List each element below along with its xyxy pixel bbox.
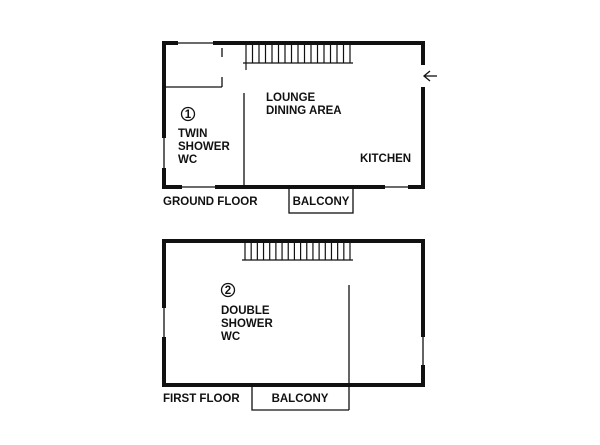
first-floor-balcony [251,385,349,411]
room-label-wc: WC [221,331,240,343]
ground-floor-balcony [288,186,354,214]
ground-floor-closet [164,48,223,88]
room-label-shower: SHOWER [221,318,273,330]
room-label-lounge: LOUNGE [266,92,316,104]
room-label-twin: TWIN [178,128,207,140]
room-label-kitchen: KITCHEN [360,153,411,165]
ground-floor-plan: 1 TWIN SHOWER WC LOUNGE DINING AREA KITC… [162,41,437,214]
first-floor-walls [162,239,425,387]
room-number: 2 [225,285,231,297]
room-label-dining: DINING AREA [266,105,342,117]
first-floor-label: FIRST FLOOR [163,393,240,405]
ground-floor-walls [162,41,425,189]
arrow-left-icon [422,70,437,82]
room-label-double: DOUBLE [221,305,270,317]
first-floor-stairs [242,243,353,261]
room-number-circle [220,282,236,298]
ground-floor-stairs [243,45,353,70]
first-floor-plan: 2 DOUBLE SHOWER WC BALCONY FIRST FLOOR [162,239,425,411]
ground-floor-balcony-label: BALCONY [293,196,350,208]
ground-floor-label: GROUND FLOOR [163,196,258,208]
first-floor-balcony-label: BALCONY [272,393,329,405]
room-number-circle [180,106,196,122]
room-label-wc: WC [178,154,197,166]
room-number: 1 [185,109,192,121]
room-label-shower: SHOWER [178,141,230,153]
